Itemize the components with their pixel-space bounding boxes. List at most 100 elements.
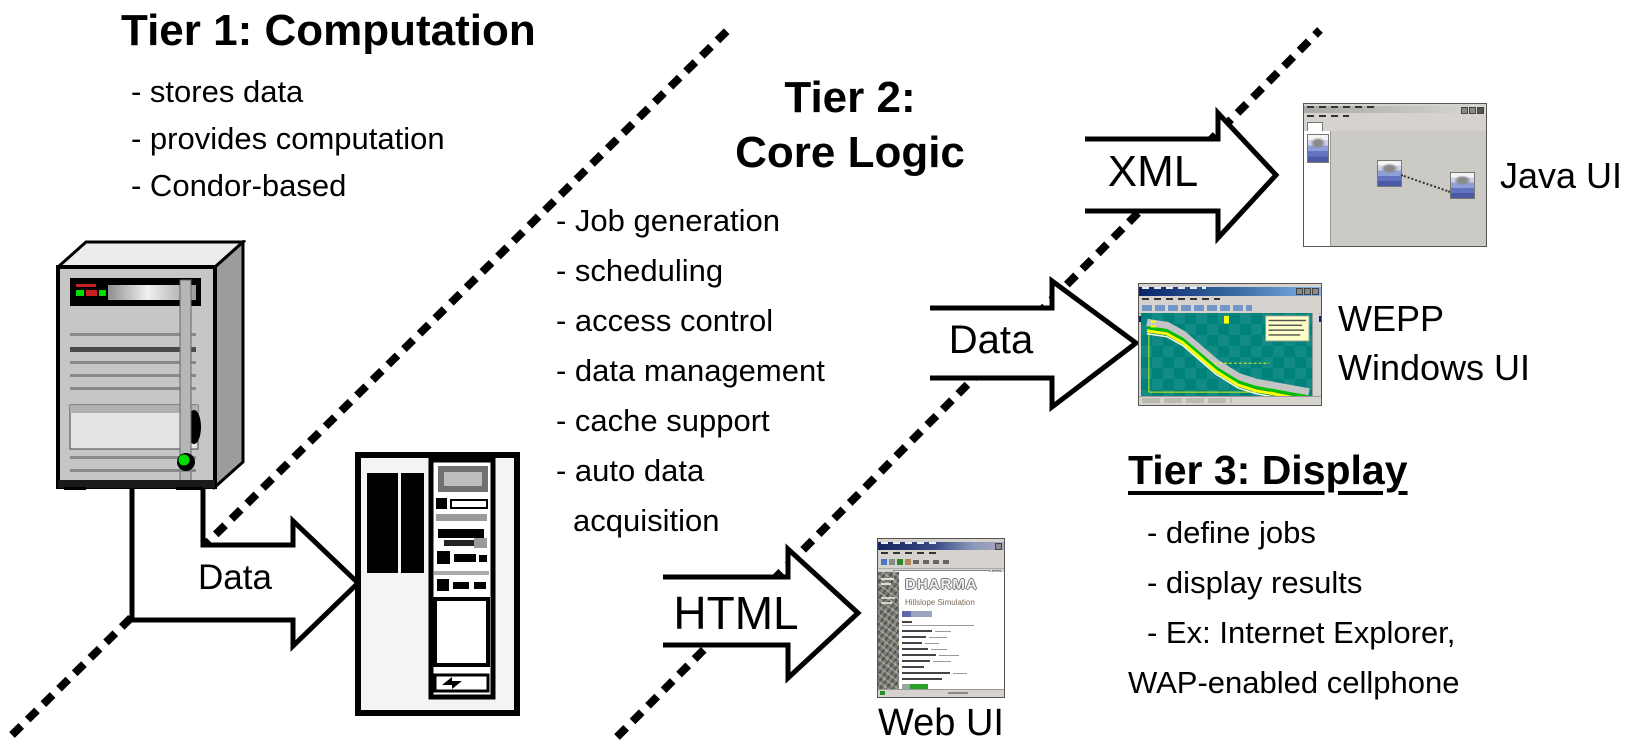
tier2-bullet: - Job generation: [556, 203, 781, 238]
data-arrow-tier1-label: Data: [198, 558, 272, 597]
xml-arrow-label: XML: [1107, 147, 1199, 196]
server-graphic: [56, 240, 246, 490]
web-ui-content: DHARMA Hillslope Simulation: [899, 572, 1004, 690]
server-vent: [70, 333, 196, 336]
wepp-legend-row: [1268, 319, 1307, 322]
tier2-bullet: - auto data: [556, 453, 705, 488]
server-base: [58, 480, 215, 488]
status-text: [948, 692, 968, 694]
tower-divider-strip: [434, 571, 489, 575]
web-ui-titlebar-text: [881, 542, 939, 544]
tier1-bullet: - Condor-based: [131, 168, 347, 203]
tower-logo-glyph: [442, 677, 462, 689]
data-arrow-tier2-label: Data: [948, 318, 1034, 362]
wepp-legend-row: [1268, 324, 1303, 327]
tower-empty-bay: [433, 597, 490, 667]
wepp-marker: [1224, 315, 1229, 324]
form-input-line: [953, 673, 967, 674]
server-vent: [70, 456, 196, 459]
maximize-icon: [1304, 288, 1311, 295]
server-vent: [70, 469, 196, 472]
web-ui-menubar: [878, 552, 1004, 558]
server-foot: [176, 487, 202, 490]
java-ui-menu-text: [1307, 115, 1349, 117]
tier1-bullet: - stores data: [131, 74, 304, 109]
server-led-bar: [76, 284, 96, 287]
tower-switch: [437, 551, 450, 564]
tier2-bullet-continuation: acquisition: [573, 503, 720, 538]
server-led-red: [86, 290, 97, 296]
form-label: [902, 678, 942, 680]
forward-icon: [889, 559, 895, 565]
server-display-strip: [108, 285, 196, 300]
tower-switch: [479, 555, 487, 562]
web-ui-sidebar: [878, 572, 899, 690]
tier1-title: Tier 1: Computation: [121, 6, 536, 55]
form-rule: [902, 625, 974, 626]
server-led-green: [76, 290, 84, 296]
tower-button: [436, 498, 447, 509]
wepp-scrollbar: [1312, 313, 1319, 396]
tower-switch: [474, 582, 486, 589]
maximize-icon: [1469, 107, 1476, 114]
html-arrow: [663, 543, 862, 684]
tower-drive: [438, 529, 484, 538]
wepp-statusbar: [1139, 396, 1321, 405]
wepp-legend-row: [1268, 334, 1301, 336]
java-ui-label: Java UI: [1500, 155, 1623, 196]
web-ui-toolbar: [878, 558, 1004, 569]
server-vent: [70, 387, 196, 390]
form-label: [902, 642, 922, 644]
web-ui-button: [902, 611, 932, 617]
wepp-titlebar-text: [1142, 287, 1206, 289]
java-ui-sidebar-thumbnail: [1307, 134, 1329, 163]
wepp-menubar: [1139, 298, 1321, 304]
tier2-title: Tier 2: Core Logic: [700, 70, 1000, 180]
sidebar-link: [881, 583, 891, 585]
tier1-bullets: - stores data - provides computation - C…: [131, 68, 445, 209]
java-ui-node-thumbnail: [1377, 160, 1402, 187]
close-icon: [1477, 107, 1484, 114]
tower-logo-chip: [433, 673, 490, 693]
tier3-bullet: - display results: [1147, 565, 1363, 600]
server-vent: [70, 374, 196, 377]
web-ui-window: DHARMA Hillslope Simulation: [877, 538, 1005, 698]
tower-divider-strip: [436, 514, 487, 521]
web-ui-statusbar: [878, 689, 1004, 697]
wepp-status-tabs: [1142, 398, 1232, 403]
wepp-tick: [1150, 325, 1156, 328]
home-icon: [905, 559, 911, 565]
tier2-bullets: - Job generation - scheduling - access c…: [556, 196, 825, 546]
data-arrow-tier2: [930, 276, 1141, 413]
tier3-bullets: - define jobs - display results - Ex: In…: [1128, 508, 1459, 708]
tower-display: [444, 472, 482, 486]
sidebar-link: [881, 578, 894, 580]
web-ui-label: Web UI: [877, 702, 1004, 744]
tier3-bullet-continuation: WAP-enabled cellphone: [1128, 665, 1460, 700]
minimize-icon: [1461, 107, 1468, 114]
sidebar-link: [881, 597, 895, 599]
java-ui-menubar: [1304, 115, 1486, 121]
form-label: [902, 630, 932, 632]
web-ui-window-buttons: [995, 543, 1002, 550]
xml-arrow: [1085, 106, 1280, 245]
tower-drive-slot: [450, 499, 488, 509]
java-ui-node-thumbnail: [1450, 172, 1475, 199]
wepp-label: WEPP Windows UI: [1338, 294, 1530, 392]
form-input-line: [931, 649, 947, 650]
tower-switch: [454, 554, 476, 562]
form-label: [902, 654, 936, 656]
tier2-title-line1: Tier 2:: [784, 73, 916, 122]
tower-switch: [453, 582, 469, 589]
form-label: [902, 666, 924, 668]
status-icon: [880, 691, 885, 695]
java-ui-window: [1303, 103, 1487, 247]
java-ui-connector-line: [1400, 174, 1451, 193]
wepp-menu-text: [1142, 298, 1220, 300]
html-arrow-label: HTML: [673, 587, 799, 639]
form-input-line: [925, 643, 939, 644]
server-power-button: [178, 454, 190, 466]
tier2-bullet: - cache support: [556, 403, 770, 438]
java-ui-titlebar: [1304, 106, 1486, 114]
